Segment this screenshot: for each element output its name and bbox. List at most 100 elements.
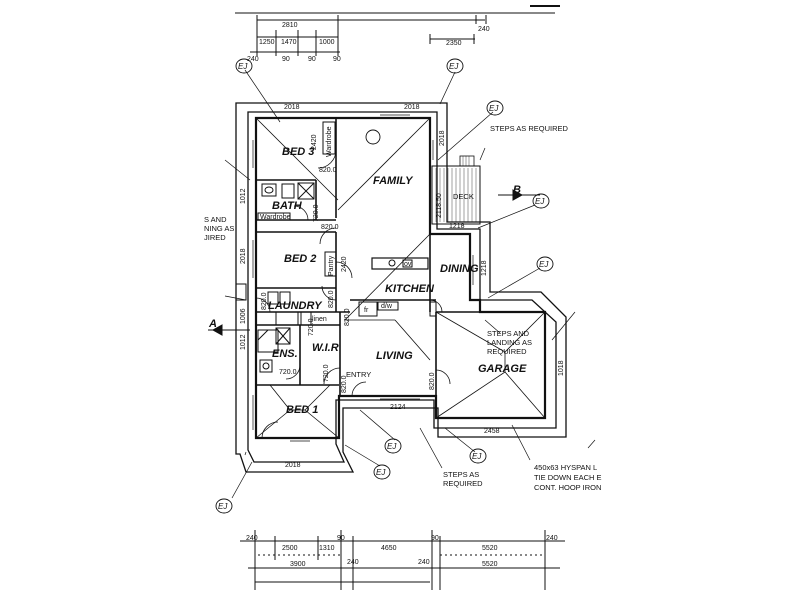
- door-label-bed2: 820.0: [321, 224, 339, 231]
- leader-lines: [224, 69, 596, 499]
- dim-eave-dining: 1218: [481, 260, 488, 276]
- dim-bottom: 5520: [482, 545, 498, 552]
- room-label-deck: DECK: [453, 192, 474, 201]
- room-label-bed3: BED 3: [282, 146, 314, 158]
- ej-label: EJ: [539, 260, 549, 269]
- dim-bottom: 2500: [282, 545, 298, 552]
- dim-garage-width: 2458: [484, 428, 500, 435]
- dim-bottom: 5520: [482, 561, 498, 568]
- wardrobe-label-bed3: Wardrobe: [326, 126, 333, 157]
- room-label-living: LIVING: [376, 350, 413, 362]
- kitchen-island: [371, 257, 429, 270]
- ej-label: EJ: [376, 468, 386, 477]
- note-left-1: S AND: [204, 215, 227, 224]
- dim-top: 1000: [319, 39, 335, 46]
- dim-bottom: 4650: [381, 545, 397, 552]
- room-label-bed1: BED 1: [286, 404, 318, 416]
- door-label-wir: 720.0: [323, 364, 330, 382]
- room-label-entry: ENTRY: [346, 370, 371, 379]
- bottom-dimension-lines: [240, 530, 565, 590]
- ej-label: EJ: [472, 452, 482, 461]
- note-steps-top: STEPS AS REQUIRED: [490, 124, 569, 133]
- note-hyspan-1: 450x63 HYSPAN L: [534, 463, 597, 472]
- note-hyspan-2: TIE DOWN EACH E: [534, 473, 602, 482]
- note-steps-bottom-1: STEPS AS: [443, 470, 479, 479]
- dim-eave-left1: 1012: [240, 188, 247, 204]
- dim-eave-right: 2018: [439, 130, 446, 146]
- note-steps-landing-1: STEPS AND: [487, 329, 530, 338]
- note-left-2: NING AS: [204, 224, 234, 233]
- room-label-bath: BATH: [272, 200, 303, 212]
- room-label-laundry: LAUNDRY: [268, 300, 323, 312]
- dim-bottom: 3900: [290, 561, 306, 568]
- ej-label: EJ: [218, 502, 228, 511]
- notes: STEPS AS REQUIRED STEPS AND LANDING AS R…: [204, 124, 602, 492]
- dim-deck-width: 2118.50: [436, 193, 443, 218]
- ej-markers: [215, 58, 554, 514]
- ej-label: EJ: [449, 62, 459, 71]
- dim-bed3-width: 2420: [311, 134, 318, 150]
- dim-eave-left4: 1012: [240, 334, 247, 350]
- dim-top: 240: [247, 56, 259, 63]
- dim-top: 2350: [446, 40, 462, 47]
- room-label-ens: ENS.: [272, 348, 298, 360]
- room-label-family: FAMILY: [373, 175, 414, 187]
- ej-labels: EJ EJ EJ EJ EJ EJ EJ EJ EJ: [218, 62, 549, 511]
- dim-bottom: 240: [347, 559, 359, 566]
- note-left-3: JIRED: [204, 233, 226, 242]
- ej-label: EJ: [489, 104, 499, 113]
- note-hyspan-3: CONT. HOOP IRON: [534, 483, 601, 492]
- door-swings: [255, 149, 451, 439]
- ej-label: EJ: [387, 442, 397, 451]
- linen-label: linen: [312, 316, 327, 323]
- wardrobe-label-bed2: Wardrobe: [260, 214, 291, 221]
- dim-bottom: 90: [337, 535, 345, 542]
- fixture-labels: Wardrobe Wardrobe Pantry linen ov fr d/w: [260, 126, 412, 323]
- room-labels: BED 3 BATH BED 2 LAUNDRY ENS. W.I.R BED …: [268, 146, 527, 416]
- dim-bottom: 90: [431, 535, 439, 542]
- bottom-dimension-text: 240 2500 1310 90 4650 90 5520 240 3900 2…: [246, 535, 558, 568]
- dishwasher-label: d/w: [381, 303, 393, 310]
- note-steps-bottom-2: REQUIRED: [443, 479, 483, 488]
- dim-eave-left3: 1006: [240, 308, 247, 324]
- dim-eave-top-right: 2018: [404, 104, 420, 111]
- dim-entry-width: 2124: [390, 404, 406, 411]
- dim-eave-top-left: 2018: [284, 104, 300, 111]
- dim-eave-bed1: 2018: [285, 462, 301, 469]
- door-label-laundry1: 820.0: [261, 292, 268, 310]
- dim-top: 90: [282, 56, 290, 63]
- section-marker-a: A: [208, 318, 217, 330]
- cupboards: [257, 121, 437, 326]
- dim-top: 90: [308, 56, 316, 63]
- door-label-bath: 720.0: [313, 204, 320, 222]
- room-label-bed2: BED 2: [284, 253, 316, 265]
- dim-top: 1250: [259, 39, 275, 46]
- door-labels: 820.0 720.0 820.0 820.0 820.0 720.0 720.…: [261, 167, 436, 393]
- ej-label: EJ: [238, 62, 248, 71]
- door-label-laundry2: 820.0: [328, 290, 335, 308]
- dim-bottom: 240: [546, 535, 558, 542]
- door-label-bed3: 820.0: [319, 167, 337, 174]
- section-markers: [208, 189, 540, 336]
- top-dimension-lines: [235, 5, 560, 56]
- external-walls: [254, 116, 547, 440]
- note-steps-landing-2: LANDING AS: [487, 338, 532, 347]
- dim-eave-deck: 1218: [449, 223, 465, 230]
- dim-bottom: 1310: [319, 545, 335, 552]
- dim-bottom: 240: [246, 535, 258, 542]
- section-marker-b: B: [513, 184, 521, 196]
- dim-top: 240: [478, 26, 490, 33]
- door-label-ens: 720.0: [279, 369, 297, 376]
- door-label-linen: 720.0: [308, 318, 315, 336]
- dim-eave-left2: 2018: [240, 248, 247, 264]
- room-label-garage: GARAGE: [478, 363, 527, 375]
- top-dimension-text: 2810 240 1250 1470 1000 2350 240 90 90 9…: [247, 22, 490, 63]
- dim-top: 90: [333, 56, 341, 63]
- door-label-kitchen: 820.0: [344, 308, 351, 326]
- dim-top: 1470: [281, 39, 297, 46]
- roof-eave-outline: [235, 102, 567, 473]
- dim-top: 2810: [282, 22, 298, 29]
- pantry-label: Pantry: [328, 255, 335, 276]
- deck: [431, 155, 481, 225]
- room-label-wir: W.I.R: [312, 342, 339, 354]
